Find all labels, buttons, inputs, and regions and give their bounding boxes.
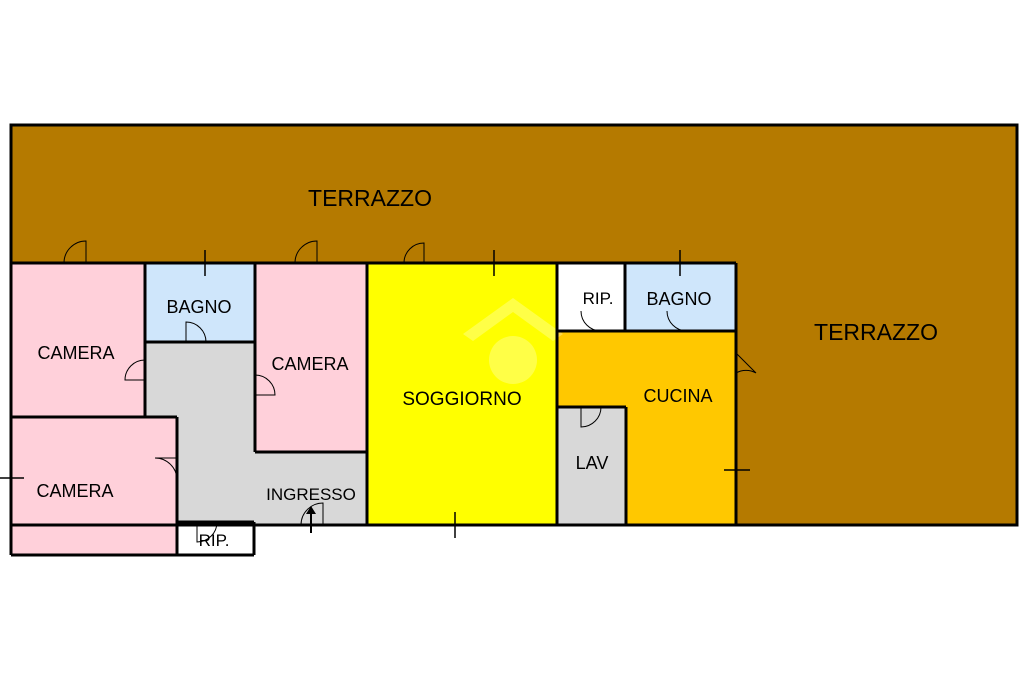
label-terrazzo-right: TERRAZZO <box>814 319 938 345</box>
label-cucina: CUCINA <box>643 386 712 406</box>
label-ingresso: INGRESSO <box>266 485 356 504</box>
doors <box>63 240 757 543</box>
label-rip-1: RIP. <box>199 531 230 550</box>
room-camera-2 <box>11 417 177 555</box>
room-lav <box>557 407 626 525</box>
label-soggiorno: SOGGIORNO <box>402 389 521 410</box>
room-camera-3 <box>255 263 367 452</box>
house-logo-icon <box>463 298 563 384</box>
label-camera-3: CAMERA <box>271 354 348 374</box>
label-lav: LAV <box>576 453 609 473</box>
label-camera-2: CAMERA <box>36 481 113 501</box>
label-rip-2: RIP. <box>583 289 614 308</box>
room-bagno-1 <box>145 263 255 342</box>
rooms <box>11 263 736 555</box>
room-camera-1 <box>11 263 145 417</box>
label-bagno-2: BAGNO <box>646 289 711 309</box>
windows <box>0 250 750 538</box>
room-soggiorno <box>367 263 557 525</box>
room-rip-1 <box>177 522 254 555</box>
arrow-up-icon <box>306 506 316 533</box>
walls <box>9 123 1019 557</box>
room-rip-2 <box>557 263 625 331</box>
label-bagno-1: BAGNO <box>166 297 231 317</box>
room-labels: TERRAZZO TERRAZZO CAMERA CAMERA CAMERA B… <box>36 185 937 550</box>
label-terrazzo-top: TERRAZZO <box>308 185 432 211</box>
label-camera-1: CAMERA <box>37 343 114 363</box>
